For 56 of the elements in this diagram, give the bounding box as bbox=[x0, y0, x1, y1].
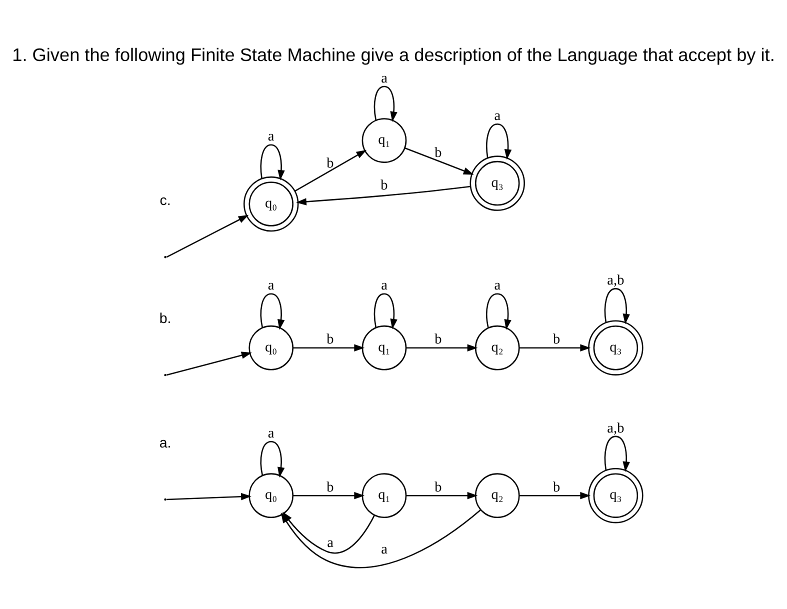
node-circle: q₀ bbox=[248, 325, 294, 370]
node-circle: q₁ bbox=[362, 325, 407, 370]
node-circle: q₃ bbox=[588, 468, 644, 524]
arrow bbox=[294, 150, 367, 192]
arrow bbox=[260, 293, 285, 330]
edge-label: b bbox=[326, 332, 334, 348]
edge-label: b bbox=[434, 479, 442, 496]
edge-label: a,b bbox=[607, 420, 624, 436]
edge-label: a bbox=[494, 278, 501, 294]
arrow bbox=[374, 293, 398, 330]
arrow bbox=[486, 123, 512, 160]
edge-label: b bbox=[434, 332, 442, 348]
node-circle: q₂ bbox=[474, 473, 520, 518]
edge-label: a,b bbox=[607, 272, 624, 289]
arrow bbox=[374, 86, 398, 122]
arrow bbox=[404, 147, 474, 175]
edge-label: b bbox=[434, 145, 442, 162]
node-circle: q₀ bbox=[243, 176, 299, 232]
arrow bbox=[260, 440, 285, 478]
arrow bbox=[260, 144, 285, 180]
edge-label: b bbox=[380, 178, 388, 194]
node-circle: q₃ bbox=[470, 156, 525, 211]
arrow bbox=[406, 344, 478, 352]
arrow bbox=[486, 293, 512, 330]
label: b. bbox=[159, 310, 172, 327]
edge-label: a bbox=[327, 535, 334, 552]
edge-label: a bbox=[381, 542, 388, 558]
label: a. bbox=[159, 435, 172, 452]
edge-label: b bbox=[326, 155, 334, 172]
node-circle: q₀ bbox=[248, 473, 294, 518]
edge-label: a bbox=[268, 278, 274, 294]
node-circle: q₃ bbox=[588, 320, 644, 376]
edge-label: b bbox=[326, 479, 334, 496]
node-circle: q₁ bbox=[362, 473, 407, 518]
arrow bbox=[166, 493, 252, 500]
arrow bbox=[604, 288, 630, 324]
arrow bbox=[296, 186, 470, 206]
arrow bbox=[519, 492, 591, 500]
arrow bbox=[166, 214, 249, 258]
edge-label: a bbox=[268, 128, 274, 145]
arrow bbox=[166, 352, 252, 376]
edge-label: a bbox=[381, 278, 388, 294]
arrow bbox=[406, 492, 478, 500]
arrow bbox=[293, 492, 365, 500]
arrow bbox=[519, 344, 591, 352]
edge-label: a bbox=[268, 425, 274, 442]
arrow bbox=[604, 436, 630, 472]
node-circle: q₂ bbox=[474, 325, 520, 370]
diagram-title: 1. Given the following Finite State Machine give a description of the Language that accept by it. bbox=[12, 44, 775, 65]
edge-label: b bbox=[552, 332, 560, 348]
label: c. bbox=[160, 193, 171, 210]
edge-label: a bbox=[381, 70, 388, 86]
node-circle: q₁ bbox=[362, 118, 407, 163]
arrow bbox=[293, 344, 365, 352]
edge-label: a bbox=[494, 108, 501, 124]
edge-label: b bbox=[552, 479, 560, 496]
